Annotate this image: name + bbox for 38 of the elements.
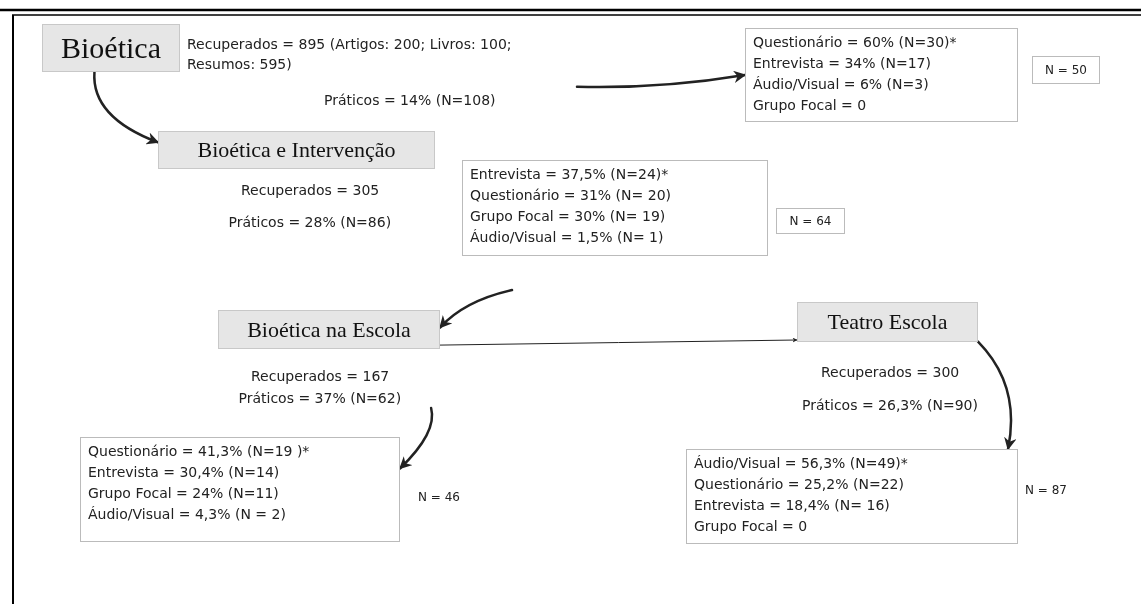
stat-text: Práticos = 14% (N=108) — [324, 91, 496, 110]
title-box: Bioética — [42, 24, 180, 72]
result-line: Questionário = 60% (N=30)* — [753, 33, 957, 52]
stat-text: Recuperados = 305 — [241, 181, 380, 200]
result-line: Áudio/Visual = 6% (N=3) — [753, 75, 929, 94]
result-line: Entrevista = 37,5% (N=24)* — [470, 165, 669, 184]
result-line: Questionário = 31% (N= 20) — [470, 186, 671, 205]
result-line: Grupo Focal = 30% (N= 19) — [470, 207, 666, 226]
arrow — [398, 406, 434, 470]
arrow — [575, 70, 747, 89]
arrow — [439, 337, 798, 346]
result-line: Áudio/Visual = 4,3% (N = 2) — [88, 505, 286, 524]
result-line: Grupo Focal = 0 — [694, 517, 808, 536]
arrow — [93, 70, 160, 144]
result-line: Áudio/Visual = 1,5% (N= 1) — [470, 228, 664, 247]
result-line: Questionário = 25,2% (N=22) — [694, 475, 904, 494]
stat-text: Recuperados = 167 — [251, 367, 390, 386]
stat-text: N = 87 — [1025, 482, 1067, 499]
stat-text: Práticos = 37% (N=62) — [238, 389, 402, 408]
result-line: Questionário = 41,3% (N=19 )* — [88, 442, 310, 461]
stat-text: Recuperados = 895 (Artigos: 200; Livros: 100; Resumos: 595) — [187, 35, 513, 74]
result-line: Entrevista = 34% (N=17) — [753, 54, 931, 73]
result-line: Entrevista = 18,4% (N= 16) — [694, 496, 890, 515]
stat-text: N = 46 — [418, 489, 460, 506]
result-line: Áudio/Visual = 56,3% (N=49)* — [694, 454, 908, 473]
title-box: Teatro Escola — [797, 302, 978, 342]
result-line: Grupo Focal = 24% (N=11) — [88, 484, 279, 503]
arrow — [438, 288, 514, 329]
title-box: Bioética na Escola — [218, 310, 440, 349]
stat-text: Recuperados = 300 — [821, 363, 960, 382]
result-line: Entrevista = 30,4% (N=14) — [88, 463, 280, 482]
count-box: N = 64 — [776, 208, 845, 234]
arrow — [976, 340, 1017, 451]
count-box: N = 50 — [1032, 56, 1100, 84]
result-line: Grupo Focal = 0 — [753, 96, 867, 115]
stat-text: Práticos = 28% (N=86) — [228, 213, 392, 232]
stat-text: Práticos = 26,3% (N=90) — [802, 396, 978, 415]
title-box: Bioética e Intervenção — [158, 131, 435, 169]
